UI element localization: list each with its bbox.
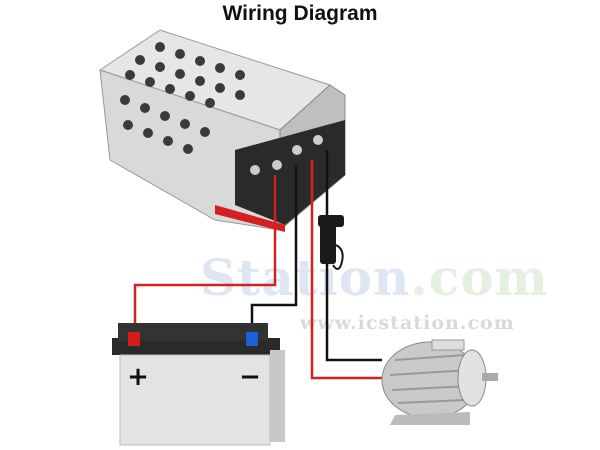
negative-sign: − xyxy=(239,362,261,392)
positive-terminal xyxy=(128,332,140,346)
motor-speed-controller xyxy=(98,29,346,232)
positive-sign: + xyxy=(127,362,149,392)
motor-positive-wire xyxy=(310,160,382,380)
inline-fuse-holder xyxy=(318,215,344,270)
battery-positive-wire xyxy=(133,175,277,335)
watermark-brand: Station.com xyxy=(200,252,549,304)
dc-motor xyxy=(381,339,498,425)
watermark-suffix: .com xyxy=(410,248,549,307)
negative-terminal xyxy=(246,332,258,346)
battery-negative-wire xyxy=(250,165,298,338)
diagram-title: Wiring Diagram xyxy=(222,2,378,25)
car-battery: + − xyxy=(112,323,285,446)
watermark-url: www.icstation.com xyxy=(300,312,515,334)
watermark-brand-text: Station xyxy=(200,248,411,307)
